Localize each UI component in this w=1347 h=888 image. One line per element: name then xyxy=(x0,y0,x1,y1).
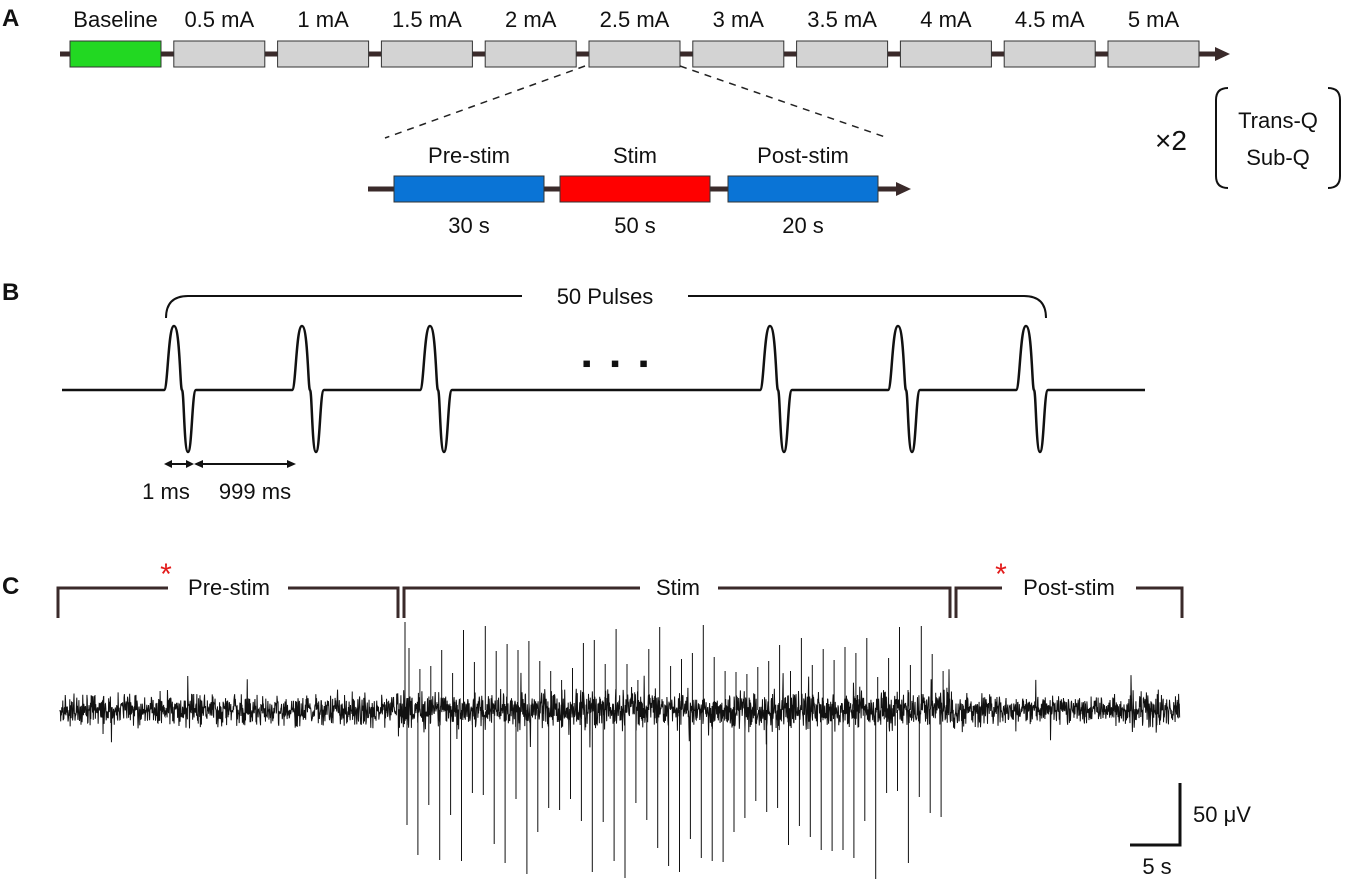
condition-sub-q: Sub-Q xyxy=(1246,145,1310,170)
block-1 xyxy=(173,40,266,68)
pulses-label: 50 Pulses xyxy=(557,284,654,309)
phase-block-1 xyxy=(559,175,711,203)
block-5 xyxy=(588,40,681,68)
block-8 xyxy=(899,40,992,68)
phase-duration-1: 50 s xyxy=(614,213,656,238)
block-label-5: 2.5 mA xyxy=(600,7,670,32)
block-label-1: 0.5 mA xyxy=(184,7,254,32)
repeat-label: ×2 xyxy=(1155,125,1187,156)
block-9 xyxy=(1003,40,1096,68)
phase-label-1: Stim xyxy=(613,143,657,168)
block-6 xyxy=(692,40,785,68)
block-label-0: Baseline xyxy=(73,7,157,32)
pulse-width-arrow xyxy=(164,460,194,468)
pulses-brace xyxy=(165,295,1047,319)
segment-post-stim: Post-stim xyxy=(1023,575,1115,600)
interval-label: 999 ms xyxy=(219,479,291,504)
bracket-post-stim xyxy=(954,586,1184,618)
phase-label-0: Pre-stim xyxy=(428,143,510,168)
phase-duration-0: 30 s xyxy=(448,213,490,238)
panel-c-letter: C xyxy=(2,573,19,600)
bracket-stim xyxy=(402,586,952,618)
phase-blocks: Pre-stim 30 s Stim 50 s Post-stim 20 s xyxy=(393,143,879,238)
block-0 xyxy=(69,40,162,68)
block-label-6: 3 mA xyxy=(713,7,765,32)
ellipsis: ▪ ▪ ▪ xyxy=(582,348,654,378)
block-label-2: 1 mA xyxy=(297,7,349,32)
block-7 xyxy=(796,40,889,68)
zoom-line-right xyxy=(679,65,889,139)
block-2 xyxy=(277,40,370,68)
condition-trans-q: Trans-Q xyxy=(1238,108,1318,133)
block-label-8: 4 mA xyxy=(920,7,972,32)
right-paren xyxy=(1327,87,1341,189)
phase-block-0 xyxy=(393,175,545,203)
emg-trace xyxy=(59,622,1181,879)
block-label-3: 1.5 mA xyxy=(392,7,462,32)
phase-label-2: Post-stim xyxy=(757,143,849,168)
block-label-10: 5 mA xyxy=(1128,7,1180,32)
segment-pre-stim: Pre-stim xyxy=(188,575,270,600)
scale-bar xyxy=(1130,783,1182,847)
phase-block-2 xyxy=(727,175,879,203)
bracket-pre-stim xyxy=(56,586,400,618)
panel-a-letter: A xyxy=(2,5,19,32)
block-4 xyxy=(484,40,577,68)
block-label-9: 4.5 mA xyxy=(1015,7,1085,32)
segment-stim: Stim xyxy=(656,575,700,600)
pulse-train xyxy=(62,324,1145,454)
block-10 xyxy=(1107,40,1200,68)
current-blocks: Baseline 0.5 mA 1 mA 1.5 mA 2 mA 2.5 mA 3 mA 3.… xyxy=(69,7,1200,68)
scale-x-label: 5 s xyxy=(1142,854,1171,879)
zoom-line-left xyxy=(384,65,586,139)
block-label-4: 2 mA xyxy=(505,7,557,32)
phase-duration-2: 20 s xyxy=(782,213,824,238)
pulse-width-label: 1 ms xyxy=(142,479,190,504)
left-paren xyxy=(1215,87,1229,189)
scale-y-label: 50 μV xyxy=(1193,802,1251,827)
panel-b-letter: B xyxy=(2,279,19,306)
interval-arrow xyxy=(194,460,296,468)
asterisk-post: * xyxy=(995,558,1007,591)
block-label-7: 3.5 mA xyxy=(807,7,877,32)
block-3 xyxy=(380,40,473,68)
asterisk-pre: * xyxy=(160,558,172,591)
